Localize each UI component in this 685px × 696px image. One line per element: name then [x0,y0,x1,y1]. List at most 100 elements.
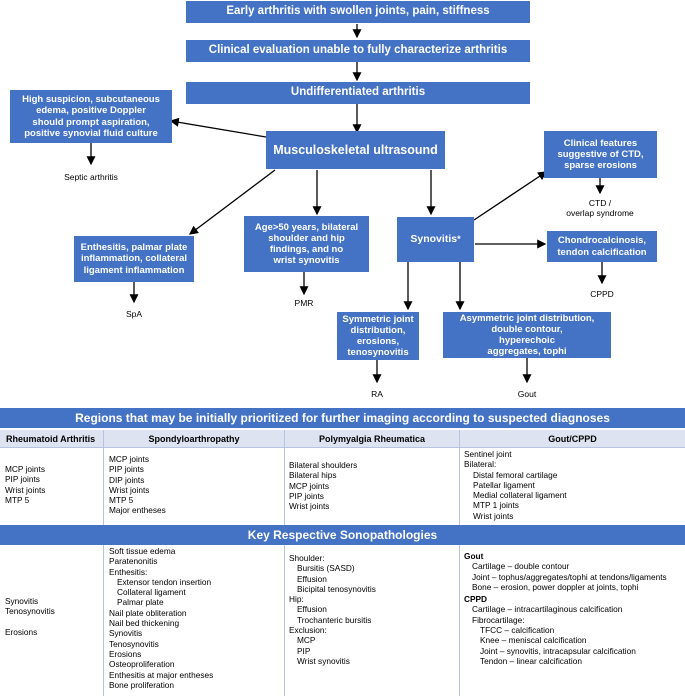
age-box-line: Age>50 years, bilateral [254,221,359,233]
list-item: Effusion [297,573,327,584]
enthesitis-line: Enthesitis, palmar plate [80,242,188,254]
regions-ra: MCP joints PIP joints Wrist joints MTP 5 [5,464,100,505]
age-box-line: shoulder and hip [268,232,345,244]
list-item: Hip: [289,594,304,605]
column-divider [459,430,460,696]
ctd-features-box: Clinical features suggestive of CTD, spa… [544,131,657,178]
list-item: Wrist joints [5,484,46,495]
header-polymyalgia-rheumatica: Polymyalgia Rheumatica [285,430,459,447]
septic-arthritis-label: Septic arthritis [64,172,118,182]
list-item: Tenosynovitis [5,606,55,617]
flow-arrows [86,24,607,384]
list-item: MTP 5 [5,494,30,505]
list-item: Major entheses [109,505,166,516]
high-suspicion-line: positive synovial fluid culture [24,127,158,139]
symmetric-line: Symmetric joint [342,313,414,325]
gout-label: Gout [517,389,537,399]
list-item: Erosions [109,648,142,659]
list-item: Paratenonitis [109,556,158,567]
list-item: Soft tissue edema [109,546,176,556]
list-item: Synovitis [109,628,143,639]
list-item: Tendon – linear calcification [480,655,582,666]
asymmetric-line: aggregates, tophi [487,346,567,358]
list-item: MTP 1 joints [473,500,519,511]
age-box-line: findings, and no [269,244,344,255]
list-item: Shoulder: [289,553,325,563]
ctd-box-line: Clinical features [563,137,638,149]
list-item: Cartilage – double contour [472,561,570,572]
list-item: TFCC – calcification [480,625,555,636]
list-item: Sentinel joint [464,449,512,459]
list-item: Osteoproliferation [109,659,175,670]
ctd-label-line: CTD / [588,198,612,208]
list-item: Extensor tendon insertion [117,576,212,587]
list-item: Erosions [5,626,38,637]
high-suspicion-line: edema, positive Doppler [36,105,146,117]
ctd-box-line: suggestive of CTD, [557,148,644,160]
asymmetric-box: Asymmetric joint distribution, double co… [443,312,611,358]
list-item: MCP [297,635,316,646]
list-item: Tenosynovitis [109,638,159,649]
musculoskeletal-ultrasound-box: Musculoskeletal ultrasound [266,131,445,169]
list-item: Wrist joints [109,484,150,495]
sono-gout-cppd: Gout Cartilage – double contour Joint – … [464,551,684,666]
row-divider [0,447,685,448]
gout-subheading: Gout [464,551,484,561]
asymmetric-line: double contour, [491,323,563,335]
list-item: Wrist joints [289,501,330,512]
enthesitis-box: Enthesitis, palmar plate inflammation, c… [74,236,194,282]
header-spondyloarthropathy: Spondyloarthropathy [104,430,284,447]
list-item: Bicipital tenosynovitis [297,583,376,594]
arrow-synovitis-to-ctd [473,171,548,221]
sono-pmr: Shoulder: Bursitis (SASD) Effusion Bicip… [289,553,457,666]
symmetric-line: tenosynovitis [347,347,409,359]
list-item: Bone proliferation [109,679,175,690]
ra-label: RA [371,389,383,399]
list-item: Joint – synovitis, intracapsular calcifi… [480,645,636,656]
asymmetric-line: hyperechoic [499,335,555,346]
ctd-label-line: overlap syndrome [566,208,634,219]
list-item: Palmar plate [117,597,164,608]
enthesitis-line: ligament inflammation [83,264,185,276]
list-item: Wrist synovitis [297,655,350,666]
enthesitis-line: inflammation, collateral [80,253,188,265]
sono-spa: Soft tissue edema Paratenonitis Enthesit… [109,546,281,690]
list-item: Nail plate obliteration [109,607,187,618]
list-item: DIP joints [109,474,145,485]
list-item: MCP joints [109,454,149,464]
regions-pmr: Bilateral shoulders Bilateral hips MCP j… [289,460,454,511]
list-item: Wrist joints [473,510,514,521]
list-item: Synovitis [5,596,39,606]
symmetric-line: distribution, [350,324,406,336]
list-item: Trochanteric bursitis [297,614,372,625]
list-item: Joint – tophus/aggregates/tophi at tendo… [472,571,667,582]
synovitis-text: Synovitis [410,233,458,246]
list-item: PIP joints [289,490,324,501]
undifferentiated-arthritis-box: Undifferentiated arthritis [186,82,530,104]
arrow-us-to-suspicion [169,117,267,138]
spa-label: SpA [125,309,143,319]
list-item: Patellar ligament [473,479,535,490]
list-item: Enthesitis at major entheses [109,669,214,680]
synovitis-asterisk: * [457,234,461,245]
column-divider [103,430,104,696]
age-criteria-box: Age>50 years, bilateral shoulder and hip… [244,216,369,272]
list-item: PIP joints [5,474,40,485]
symmetric-box: Symmetric joint distribution, erosions, … [337,312,419,360]
list-item: Exclusion: [289,625,327,636]
chondro-line: Chondrocalcinosis, [557,235,647,247]
regions-spa: MCP joints PIP joints DIP joints Wrist j… [109,454,279,516]
clinical-evaluation-box: Clinical evaluation unable to fully char… [186,40,530,62]
list-item: Cartilage – intracartilaginous calcifica… [472,604,623,615]
cppd-label: CPPD [590,289,614,299]
chondro-line: tendon calcification [557,246,647,258]
list-item: Nail bed thickening [109,618,180,629]
list-item: Bilateral shoulders [289,460,358,470]
regions-gout-cppd: Sentinel joint Bilateral: Distal femoral… [464,449,682,521]
asymmetric-line: Asymmetric joint distribution, [459,312,595,324]
list-item: MTP 5 [109,495,134,506]
list-item: MCP joints [5,464,45,474]
arrow-us-to-enthesitis [188,169,276,235]
chondrocalcinosis-box: Chondrocalcinosis, tendon calcification [547,231,657,262]
